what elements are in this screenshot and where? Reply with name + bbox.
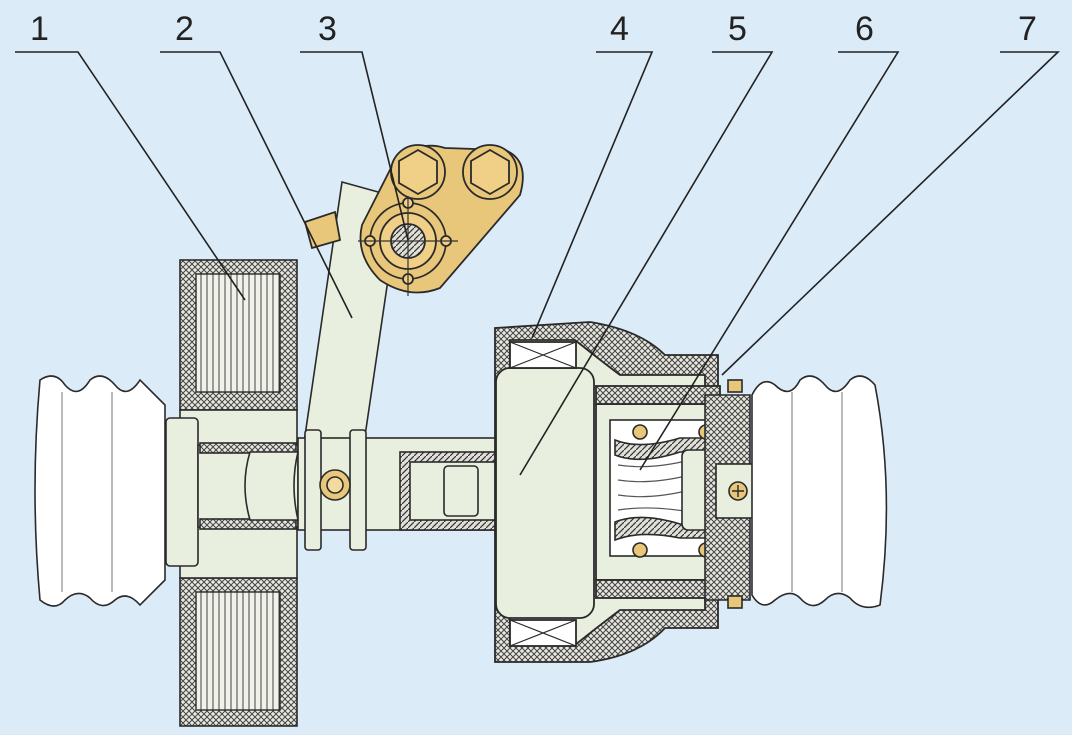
brass-bracket (303, 144, 524, 296)
shaft-coupling (244, 429, 519, 551)
leader-lines (15, 51, 1060, 476)
part-label-3: 3 (318, 10, 337, 48)
coil-winding (179, 259, 298, 727)
part-label-7: 7 (1018, 10, 1037, 48)
inner-contact (609, 419, 717, 558)
right-bellows (751, 375, 888, 609)
part-label-6: 6 (855, 10, 874, 48)
part-label-5: 5 (728, 10, 747, 48)
part-label-1: 1 (30, 10, 49, 48)
part-label-4: 4 (610, 10, 629, 48)
part-label-2: 2 (175, 10, 194, 48)
part-labels: 1 2 3 4 5 6 7 (30, 10, 1037, 48)
left-bellows (34, 375, 166, 607)
